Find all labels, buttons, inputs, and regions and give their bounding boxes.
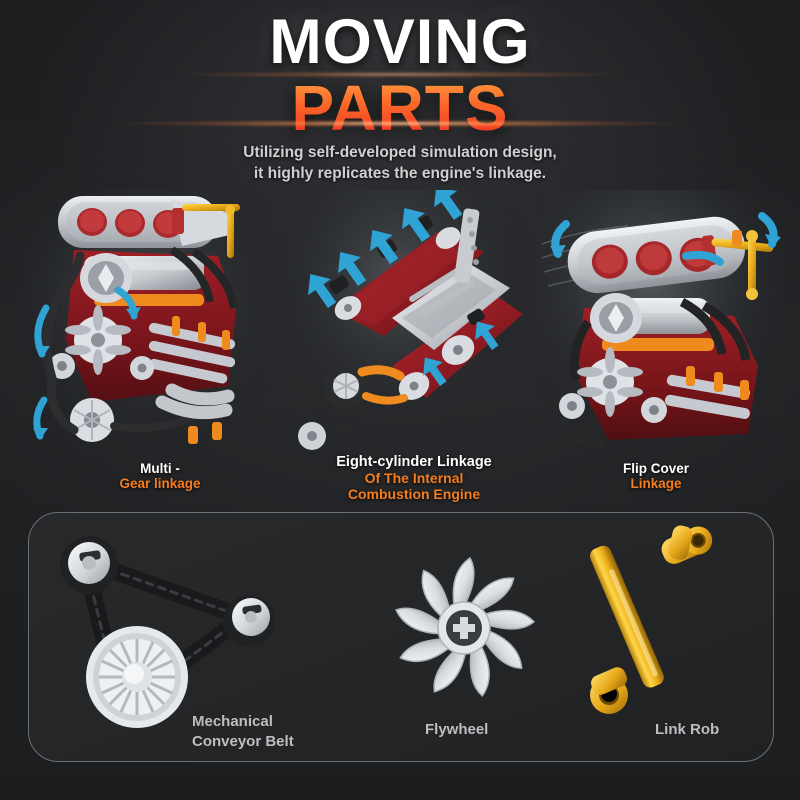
label-belt-line-2: Conveyor Belt	[192, 733, 294, 750]
cam-frame	[392, 208, 510, 350]
sprocket-right	[223, 595, 275, 647]
label-mechanical-conveyor-belt: Mechanical Conveyor Belt	[192, 712, 362, 752]
title-line-moving: MOVING	[269, 7, 531, 77]
label-link-rob: Link Rob	[655, 721, 720, 738]
light-streak-lower	[120, 120, 680, 127]
caption-eight-cylinder-linkage: Eight-cylinder Linkage Of The Internal C…	[308, 454, 520, 503]
title-line-parts: PARTS	[291, 72, 509, 144]
caption-3-white: Flip Cover	[622, 461, 689, 476]
caption-2-white: Eight-cylinder Linkage	[336, 454, 492, 470]
firing-sequence-arrows	[308, 190, 499, 386]
title-line-parts-row: PARTS	[0, 72, 800, 144]
intake-manifold-1	[58, 196, 234, 248]
caption-flip-cover-linkage: Flip Cover Linkage	[556, 461, 756, 491]
label-belt-line-1: Mechanical	[192, 713, 273, 730]
label-flywheel: Flywheel	[425, 721, 489, 738]
caption-multi-gear-linkage: Multi - Gear linkage	[70, 461, 250, 491]
parts-showcase-panel	[28, 512, 774, 762]
feature-panel-multi-gear-linkage	[22, 190, 272, 452]
part-flywheel	[379, 543, 549, 718]
large-spoked-pulley	[86, 626, 188, 728]
title-block: MOVING PARTS	[0, 7, 800, 144]
feature-panel-eight-cylinder-linkage	[288, 190, 523, 452]
link-rod-body	[589, 525, 713, 714]
feature-captions: Multi - Gear linkage Eight-cylinder Link…	[0, 455, 800, 507]
sprocket-top-left	[60, 536, 118, 594]
rotation-arrow-heads-1	[33, 307, 141, 440]
subtitle-line-2: it highly replicates the engine's linkag…	[253, 165, 547, 182]
flywheel-blades	[395, 556, 536, 697]
feature-panel-row	[0, 190, 800, 460]
engine-body-1	[42, 246, 238, 444]
caption-2-orange-line-1: Of The Internal	[364, 470, 464, 486]
cylinder-bank-top	[334, 232, 484, 336]
caption-3-orange: Linkage	[630, 476, 682, 491]
yellow-linkage-1	[182, 204, 240, 258]
timing-gear-2	[324, 364, 408, 408]
part-link-rob	[569, 519, 749, 734]
engine-body-3	[557, 293, 758, 451]
caption-2-orange-line-2: Combustion Engine	[347, 486, 481, 502]
yellow-link-rod-3	[711, 230, 774, 300]
feature-panel-flip-cover-linkage	[536, 190, 784, 452]
flip-cover-manifold	[567, 216, 746, 294]
chain-links	[82, 558, 247, 712]
subtitle: Utilizing self-developed simulation desi…	[0, 142, 800, 184]
part-mechanical-conveyor-belt	[37, 525, 307, 750]
subtitle-line-1: Utilizing self-developed simulation desi…	[243, 144, 557, 161]
caption-1-white: Multi -	[140, 461, 180, 476]
caption-1-orange: Gear linkage	[119, 476, 201, 491]
light-streak-upper	[185, 72, 615, 77]
